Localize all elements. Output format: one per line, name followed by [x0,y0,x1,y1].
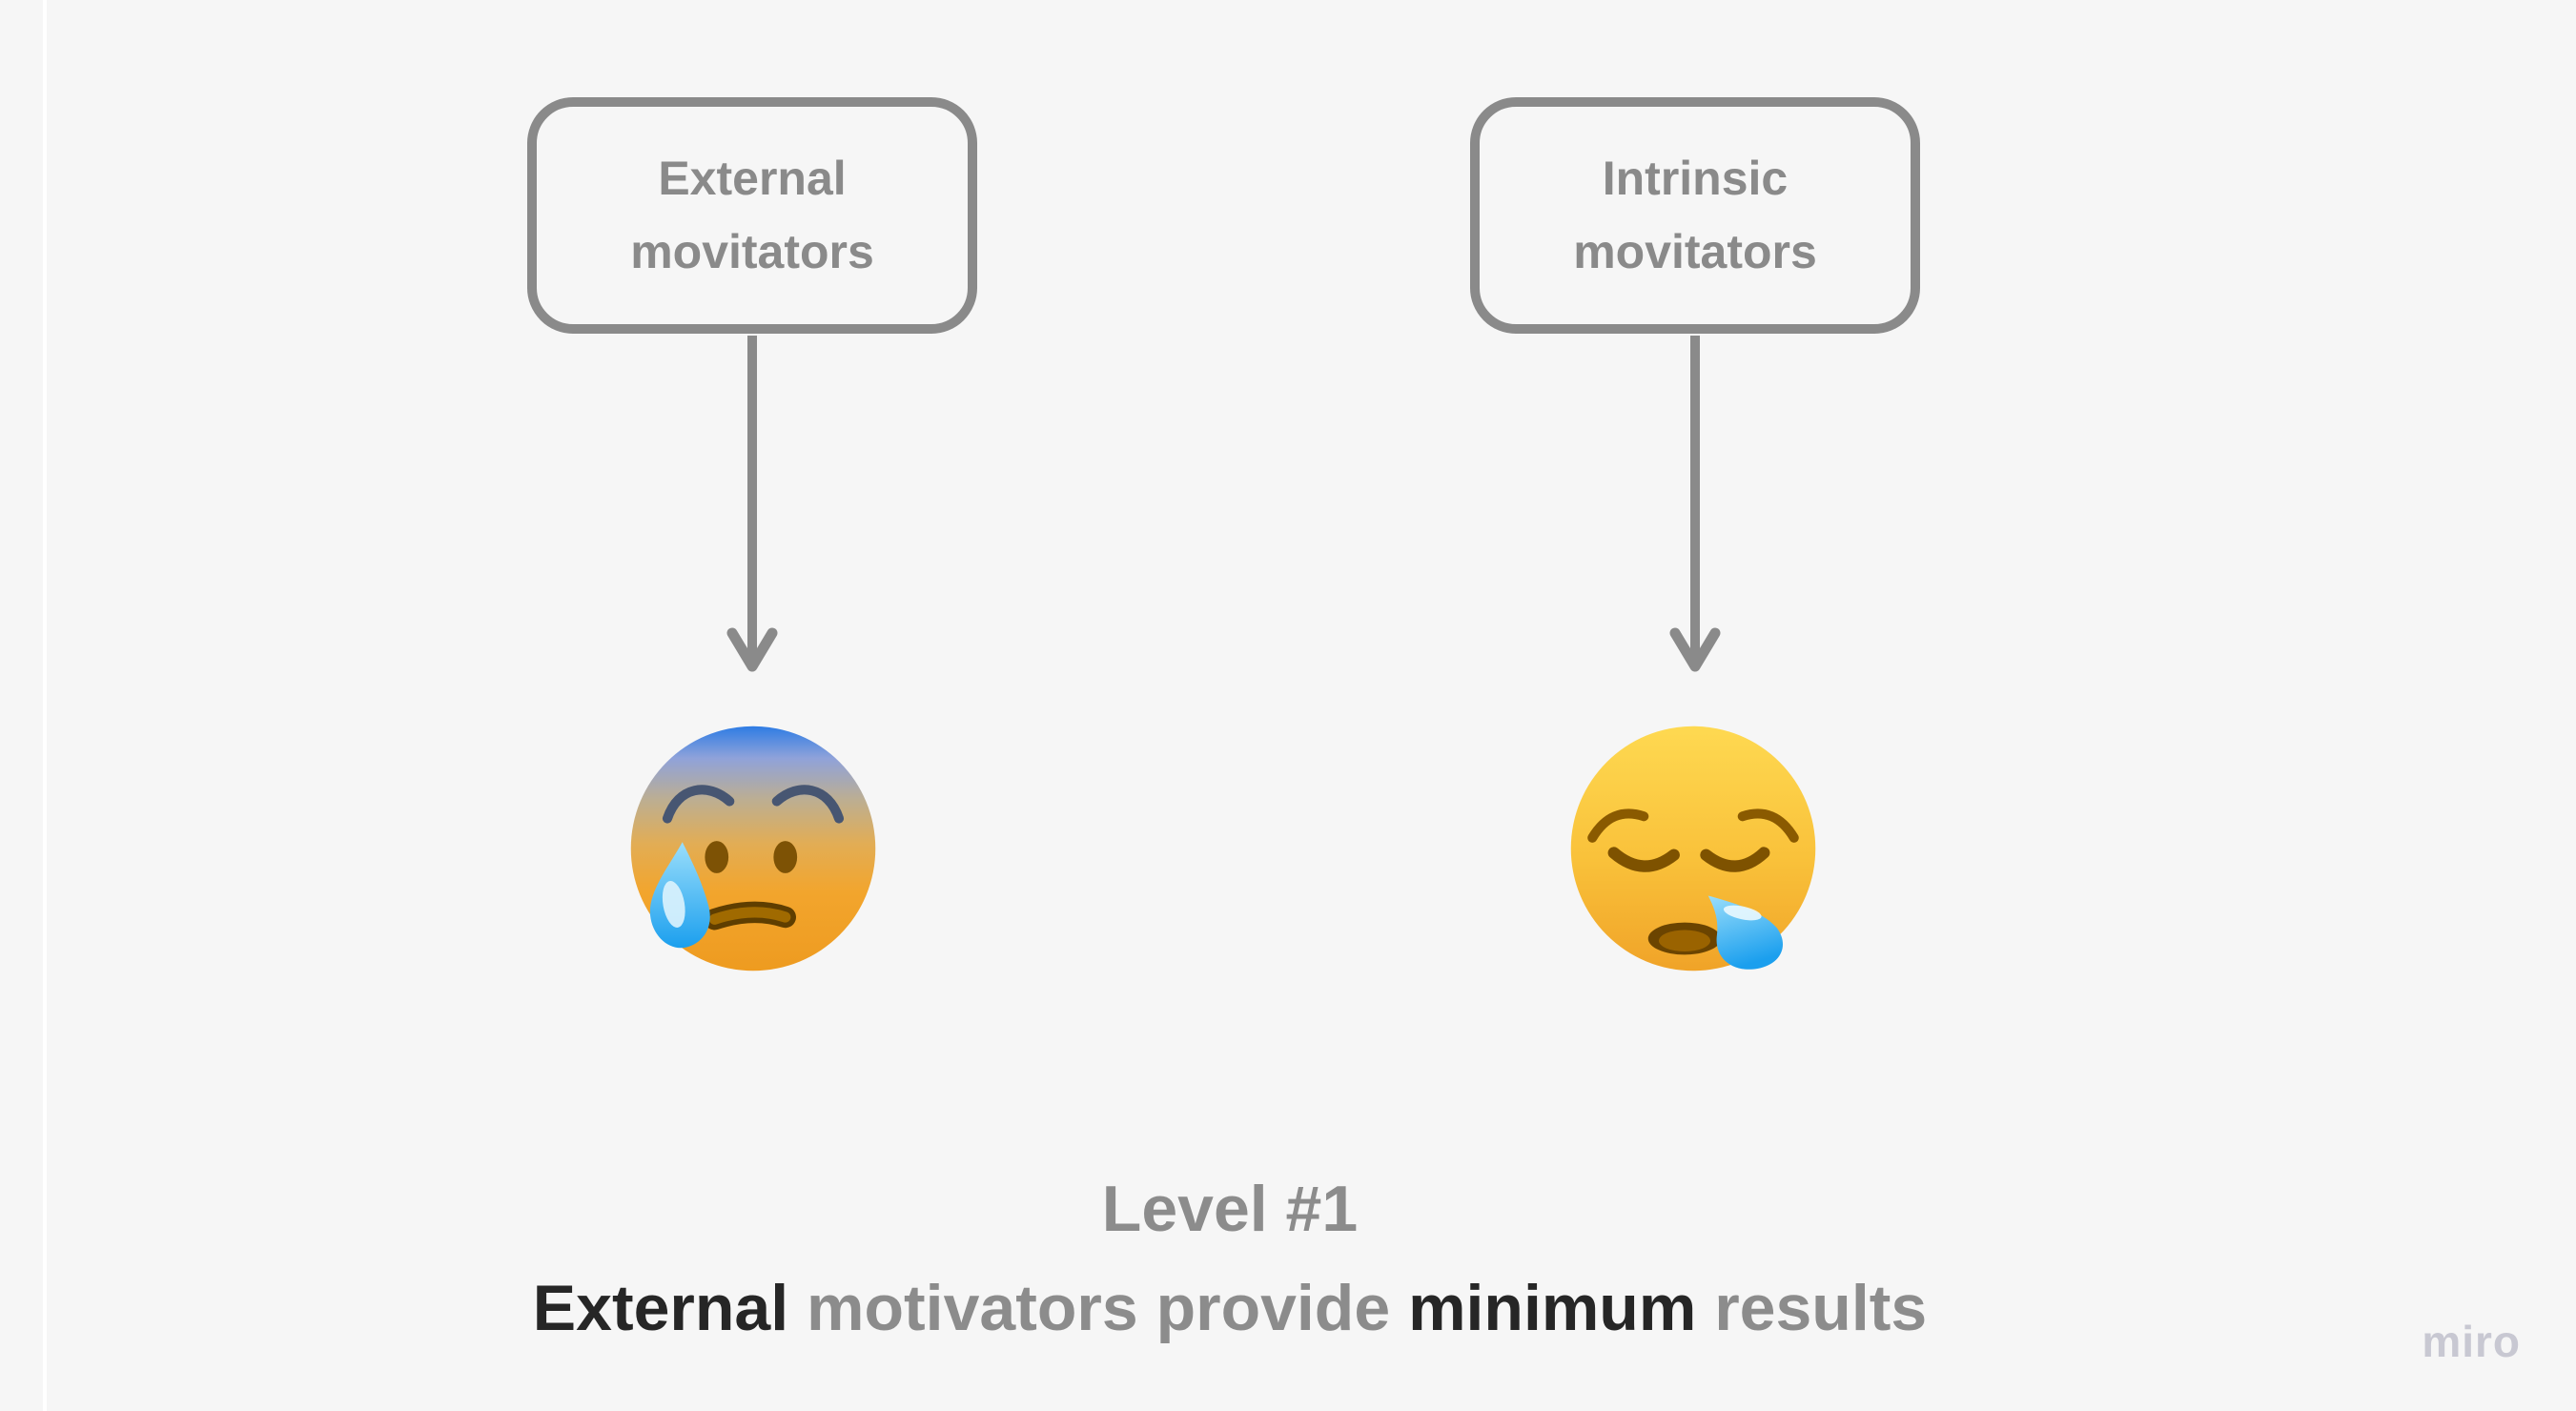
node-label-line: movitators [630,225,874,278]
caption-line-description: External motivators provide minimum resu… [0,1258,2460,1358]
frame-edge-line [43,0,47,1411]
caption-line-level: Level #1 [1101,1173,1359,1245]
miro-logo-watermark: miro [2422,1317,2521,1366]
node-external-motivators[interactable]: External movitators [527,97,977,334]
sleepy-face-icon [1570,726,1816,971]
caption-text[interactable]: Level #1 External motivators provide min… [0,1159,2460,1358]
node-intrinsic-motivators[interactable]: Intrinsic movitators [1470,97,1920,334]
caption-segment: External [532,1272,789,1344]
anxious-face-with-sweat-icon [630,726,876,971]
anxious-face-with-sweat-emoji[interactable] [624,720,882,977]
sleepy-face-emoji[interactable] [1564,720,1822,977]
caption-segment: motivators provide [788,1272,1409,1344]
caption-segment: results [1696,1272,1928,1344]
node-label-line: External [658,152,847,205]
connector-arrow-external[interactable] [724,336,781,679]
connector-arrow-intrinsic[interactable] [1666,336,1724,679]
node-label-line: movitators [1573,225,1817,278]
caption-segment: minimum [1408,1272,1697,1344]
node-label-line: Intrinsic [1602,152,1789,205]
